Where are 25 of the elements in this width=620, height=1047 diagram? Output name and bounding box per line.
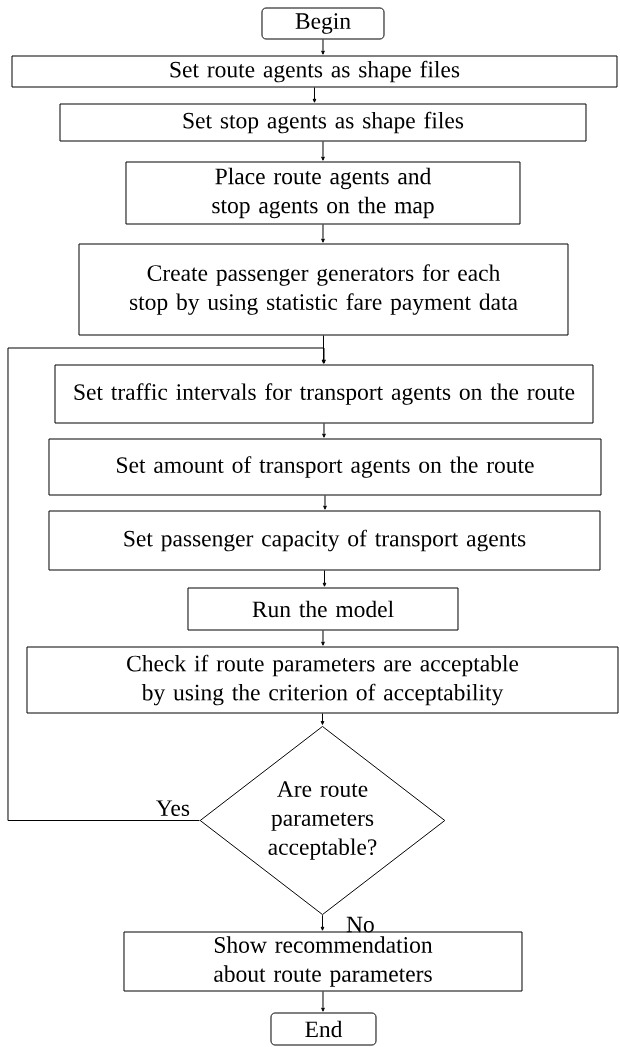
arrow	[321, 991, 325, 1012]
arrow	[320, 713, 325, 725]
arrow	[321, 224, 325, 243]
terminal-box: End	[270, 1012, 377, 1046]
terminal-box: Begin	[261, 7, 385, 40]
arrow	[7, 347, 326, 821]
arrow	[323, 495, 327, 510]
arrow	[312, 87, 317, 103]
process-box: Set passenger capacity of transport agents	[48, 510, 601, 571]
process-box: Run the model	[187, 587, 459, 631]
arrow	[322, 570, 327, 587]
edge-label: No	[346, 916, 374, 933]
arrow	[321, 39, 325, 55]
process-box: Create passenger generators for each stop by using statistic fare payment data	[78, 243, 569, 336]
process-box: Place route agents and stop agents on the map	[125, 161, 521, 225]
process-box: Set amount of transport agents on the route	[48, 438, 602, 496]
edge-label: Yes	[156, 800, 190, 816]
arrow	[321, 141, 325, 161]
process-box: Check if route parameters are acceptable by using the criterion of acceptability	[26, 646, 619, 714]
arrow	[321, 630, 325, 646]
arrow	[322, 423, 326, 438]
process-box: Set stop agents as shape files	[59, 103, 587, 142]
process-box: Set route agents as shape files	[11, 55, 618, 88]
arrow	[320, 914, 325, 931]
process-box: Set traffic intervals for transport agents on the route	[54, 364, 594, 424]
